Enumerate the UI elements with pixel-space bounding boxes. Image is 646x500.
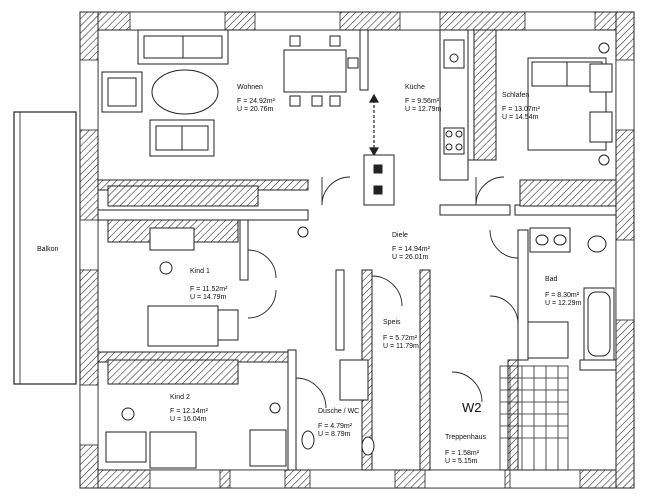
room-label-kueche: Küche [405, 84, 425, 91]
double-arrow-icon [368, 93, 380, 157]
kitchen [363, 29, 497, 206]
door-swings [247, 176, 519, 409]
room-label-wohnen: Wohnen [237, 84, 263, 91]
living-room-furniture [101, 29, 359, 157]
balcony-label: Balkon [37, 246, 59, 253]
windows [79, 11, 635, 489]
kind2-furniture [105, 402, 287, 469]
interior-walls [97, 29, 617, 471]
room-label-treppenhaus: Treppenhaus [445, 434, 486, 441]
balcony [13, 111, 77, 385]
bathroom-fixtures [301, 227, 615, 456]
room-label-bad: Bad [545, 276, 558, 283]
bedroom-furniture [519, 42, 617, 207]
room-label-kind2: Kind 2 [170, 394, 190, 401]
room-label-schlafen: Schlafen [502, 92, 530, 99]
room-label-kind1: Kind 1 [190, 268, 210, 275]
staircase [499, 365, 569, 471]
kind1-furniture [147, 226, 309, 347]
stair-mark-w2: W2 [462, 400, 482, 415]
room-label-speis: Speis [383, 319, 401, 326]
room-label-dusche: Dusche / WC [318, 408, 360, 415]
room-label-diele: Diele [392, 232, 408, 239]
